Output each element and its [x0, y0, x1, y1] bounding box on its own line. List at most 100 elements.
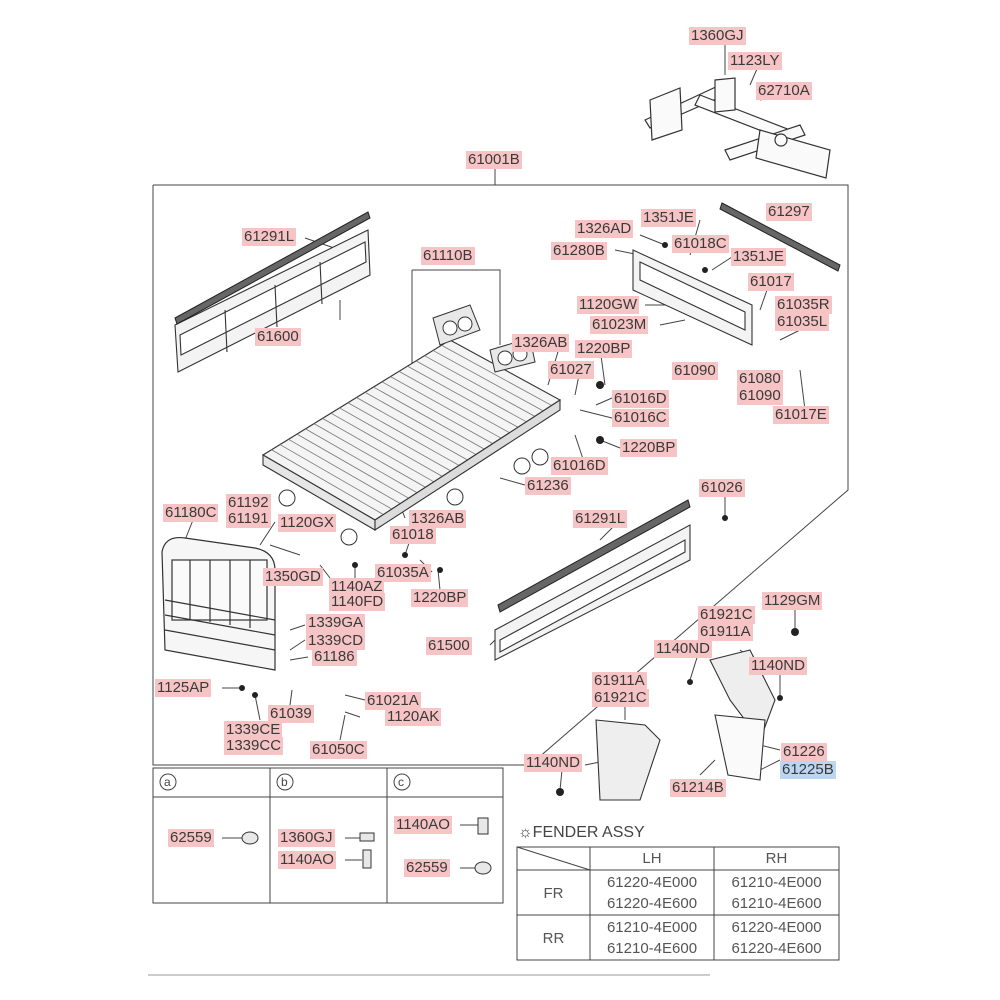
callout-61017E[interactable]: 61017E [773, 406, 829, 424]
callout-1339CE[interactable]: 1339CE [224, 721, 283, 739]
callout-1220BP[interactable]: 1220BP [575, 340, 633, 358]
deck-slat [271, 449, 384, 515]
deck-slat [313, 423, 426, 488]
callout-1339CC[interactable]: 1339CC [224, 737, 284, 755]
callout-61225B[interactable]: 61225B [780, 761, 836, 779]
callout-1360GJ[interactable]: 1360GJ [689, 27, 746, 45]
deck-slat [432, 350, 544, 412]
deck-slat [441, 344, 552, 406]
fender-rr-lh-1: 61210-4E000 [606, 919, 698, 936]
callout-61080[interactable]: 61080 [737, 370, 783, 388]
callout-1125AP[interactable]: 1125AP [155, 679, 212, 697]
callout-1129GM[interactable]: 1129GM [762, 592, 823, 610]
deck-slat [398, 371, 510, 434]
callout-61280B[interactable]: 61280B [551, 242, 607, 260]
fender-rr-lh-2: 61210-4E600 [606, 940, 698, 957]
deck-slat [339, 407, 451, 472]
fender-row-fr: FR [543, 885, 564, 902]
callout-61191[interactable]: 61191 [226, 510, 271, 528]
callout-1326AD[interactable]: 1326AD [575, 220, 634, 238]
callout-1140ND[interactable]: 1140ND [654, 640, 712, 658]
callout-62710A[interactable]: 62710A [756, 82, 812, 100]
deck-slat [322, 418, 435, 483]
callout-1351JE[interactable]: 1351JE [641, 209, 696, 227]
fender-row-rr: RR [542, 930, 565, 947]
legend-table [152, 767, 504, 904]
fender-col-rh: RH [765, 850, 788, 867]
main-frame [152, 184, 849, 766]
callout-61500[interactable]: 61500 [426, 637, 472, 655]
callout-62559-a[interactable]: 62559 [168, 829, 214, 847]
callout-61017[interactable]: 61017 [748, 273, 794, 291]
callout-61023M[interactable]: 61023M [590, 316, 649, 334]
callout-61016D-b[interactable]: 61016D [551, 457, 608, 475]
callout-61016D[interactable]: 61016D [612, 390, 669, 408]
deck-slat [415, 360, 527, 423]
callout-1326AB-b[interactable]: 1326AB [409, 510, 467, 528]
callout-61110B[interactable]: 61110B [421, 247, 475, 265]
fender-fr-lh-1: 61220-4E000 [606, 874, 698, 891]
callout-61090[interactable]: 61090 [672, 362, 718, 380]
callout-61921C-b[interactable]: 61921C [592, 689, 649, 707]
callout-61236[interactable]: 61236 [525, 477, 571, 495]
deck-slat [305, 428, 418, 494]
callout-61001B[interactable]: 61001B [466, 151, 522, 169]
callout-61027[interactable]: 61027 [548, 361, 594, 379]
fender-fr-lh-2: 61220-4E600 [606, 895, 698, 912]
callout-61050C[interactable]: 61050C [310, 741, 367, 759]
deck-slat [296, 433, 409, 499]
callout-1120AK[interactable]: 1120AK [385, 708, 442, 726]
callout-61039[interactable]: 61039 [268, 705, 314, 723]
callout-1220BP-b[interactable]: 1220BP [620, 439, 678, 457]
deck-slat [424, 355, 535, 417]
callout-1220BP-c[interactable]: 1220BP [411, 589, 469, 607]
deck-slat [330, 412, 443, 477]
callout-61021A[interactable]: 61021A [365, 692, 421, 710]
callout-1339CD[interactable]: 1339CD [306, 632, 366, 650]
deck-slat [279, 444, 393, 510]
callout-61291L-mid[interactable]: 61291L [573, 510, 628, 528]
callout-1140ND-b[interactable]: 1140ND [749, 657, 807, 675]
callout-61035L[interactable]: 61035L [775, 313, 830, 331]
callout-1326AB[interactable]: 1326AB [512, 334, 570, 352]
callout-1123LY[interactable]: 1123LY [728, 52, 782, 70]
callout-1339GA[interactable]: 1339GA [306, 614, 366, 632]
callout-61911A[interactable]: 61911A [698, 623, 753, 641]
callout-61192[interactable]: 61192 [226, 494, 271, 512]
fender-table-title: ☼FENDER ASSY [518, 824, 645, 841]
callout-61016C[interactable]: 61016C [612, 409, 669, 427]
callout-61035A[interactable]: 61035A [375, 564, 431, 582]
callout-1140AZ[interactable]: 1140AZ [329, 578, 385, 596]
callout-1140AO-b[interactable]: 1140AO [278, 851, 336, 869]
fender-fr-rh-1: 61210-4E000 [731, 874, 822, 891]
callout-1360GJ-b[interactable]: 1360GJ [278, 829, 335, 847]
callout-1120GX[interactable]: 1120GX [278, 514, 336, 532]
callout-61035R[interactable]: 61035R [775, 296, 832, 314]
callout-61090-b[interactable]: 61090 [737, 387, 783, 405]
deck-slat [288, 438, 401, 504]
callout-1140FD[interactable]: 1140FD [329, 593, 386, 611]
callout-1120GW[interactable]: 1120GW [577, 296, 640, 314]
callout-61018C[interactable]: 61018C [672, 235, 729, 253]
callout-61297[interactable]: 61297 [766, 203, 812, 221]
callout-1140ND-c[interactable]: 1140ND [524, 754, 582, 772]
callout-62559-c[interactable]: 62559 [404, 859, 450, 877]
callout-61018[interactable]: 61018 [390, 526, 436, 544]
callout-61921C[interactable]: 61921C [698, 606, 755, 624]
callout-61291L[interactable]: 61291L [242, 228, 297, 246]
callout-1351JE-b[interactable]: 1351JE [731, 248, 786, 266]
fender-rr-rh-1: 61220-4E000 [731, 919, 822, 936]
deck-slat [356, 397, 468, 461]
fender-table-grid [516, 846, 840, 961]
callout-1350GD[interactable]: 1350GD [263, 568, 323, 586]
callout-61911A-b[interactable]: 61911A [592, 672, 647, 690]
callout-61600[interactable]: 61600 [255, 328, 301, 346]
callout-61214B[interactable]: 61214B [670, 779, 726, 797]
callout-61186[interactable]: 61186 [312, 648, 357, 666]
legend-b-marker: b [281, 775, 288, 789]
callout-61226[interactable]: 61226 [781, 743, 827, 761]
callout-61026[interactable]: 61026 [699, 479, 745, 497]
callout-1140AO-c[interactable]: 1140AO [394, 816, 452, 834]
callout-61180C[interactable]: 61180C [163, 504, 219, 522]
